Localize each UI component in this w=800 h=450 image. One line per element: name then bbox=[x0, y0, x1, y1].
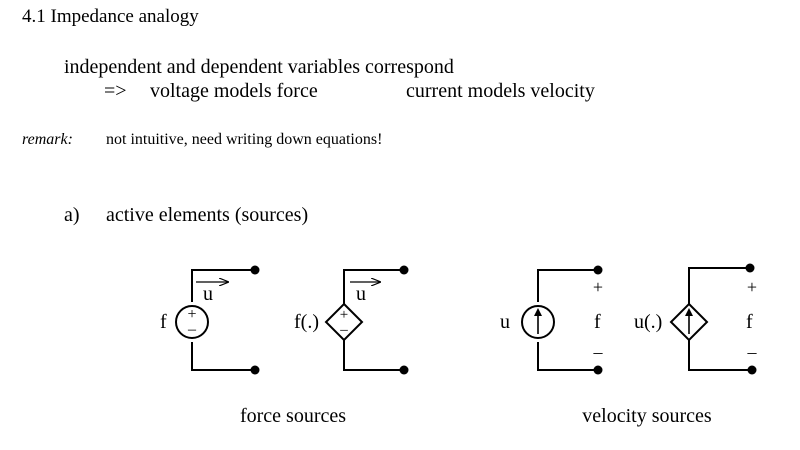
velocity-sources-caption: velocity sources bbox=[582, 405, 712, 427]
voltage-analogy-text: voltage models force bbox=[150, 80, 318, 102]
terminal-bottom bbox=[747, 365, 757, 375]
terminal-top bbox=[745, 263, 755, 273]
force-across-label: f bbox=[594, 311, 601, 333]
terminal-top bbox=[250, 265, 260, 275]
source-plus: + bbox=[187, 306, 196, 323]
terminal-top bbox=[399, 265, 409, 275]
wire-top bbox=[688, 267, 750, 304]
remark-text: not intuitive, need writing down equatio… bbox=[106, 131, 383, 148]
remark-label: remark: bbox=[22, 131, 73, 148]
wire-bottom bbox=[343, 340, 404, 371]
terminal-bottom bbox=[250, 365, 260, 375]
force-sources-caption: force sources bbox=[240, 405, 346, 427]
terminal-top bbox=[593, 265, 603, 275]
dependent-force-label: f(.) bbox=[294, 311, 319, 333]
implies-arrow: => bbox=[104, 80, 127, 102]
wire-top bbox=[537, 269, 598, 302]
velocity-label: u bbox=[500, 311, 510, 333]
terminal-minus: – bbox=[747, 342, 758, 362]
velocity-flow-label: u bbox=[203, 283, 213, 305]
wire-bottom bbox=[537, 342, 598, 371]
source-minus: – bbox=[339, 322, 348, 338]
force-across-label: f bbox=[746, 311, 753, 333]
intro-line: independent and dependent variables corr… bbox=[64, 56, 454, 78]
force-source-symbol bbox=[175, 305, 209, 339]
wire-top bbox=[191, 269, 255, 302]
terminal-bottom bbox=[399, 365, 409, 375]
section-title: 4.1 Impedance analogy bbox=[22, 6, 199, 27]
list-item-marker: a) bbox=[64, 204, 80, 226]
source-minus: – bbox=[187, 321, 197, 338]
dependent-velocity-source-circuit bbox=[669, 263, 757, 375]
terminal-plus: + bbox=[747, 277, 757, 297]
wire-bottom bbox=[688, 340, 752, 371]
terminal-plus: + bbox=[593, 277, 603, 297]
wire-bottom bbox=[191, 342, 255, 371]
terminal-bottom bbox=[593, 365, 603, 375]
list-item-text: active elements (sources) bbox=[106, 204, 309, 226]
dependent-force-source-circuit bbox=[324, 265, 409, 375]
dependent-velocity-label: u(.) bbox=[634, 311, 662, 333]
velocity-source-circuit bbox=[521, 265, 603, 375]
source-plus: + bbox=[340, 307, 348, 323]
force-source-circuit bbox=[175, 265, 260, 375]
current-analogy-text: current models velocity bbox=[406, 80, 595, 102]
force-label: f bbox=[160, 311, 167, 333]
terminal-minus: – bbox=[593, 342, 604, 362]
dependent-source-symbol bbox=[324, 302, 364, 342]
velocity-flow-label: u bbox=[356, 283, 366, 305]
wire-top bbox=[343, 269, 404, 304]
